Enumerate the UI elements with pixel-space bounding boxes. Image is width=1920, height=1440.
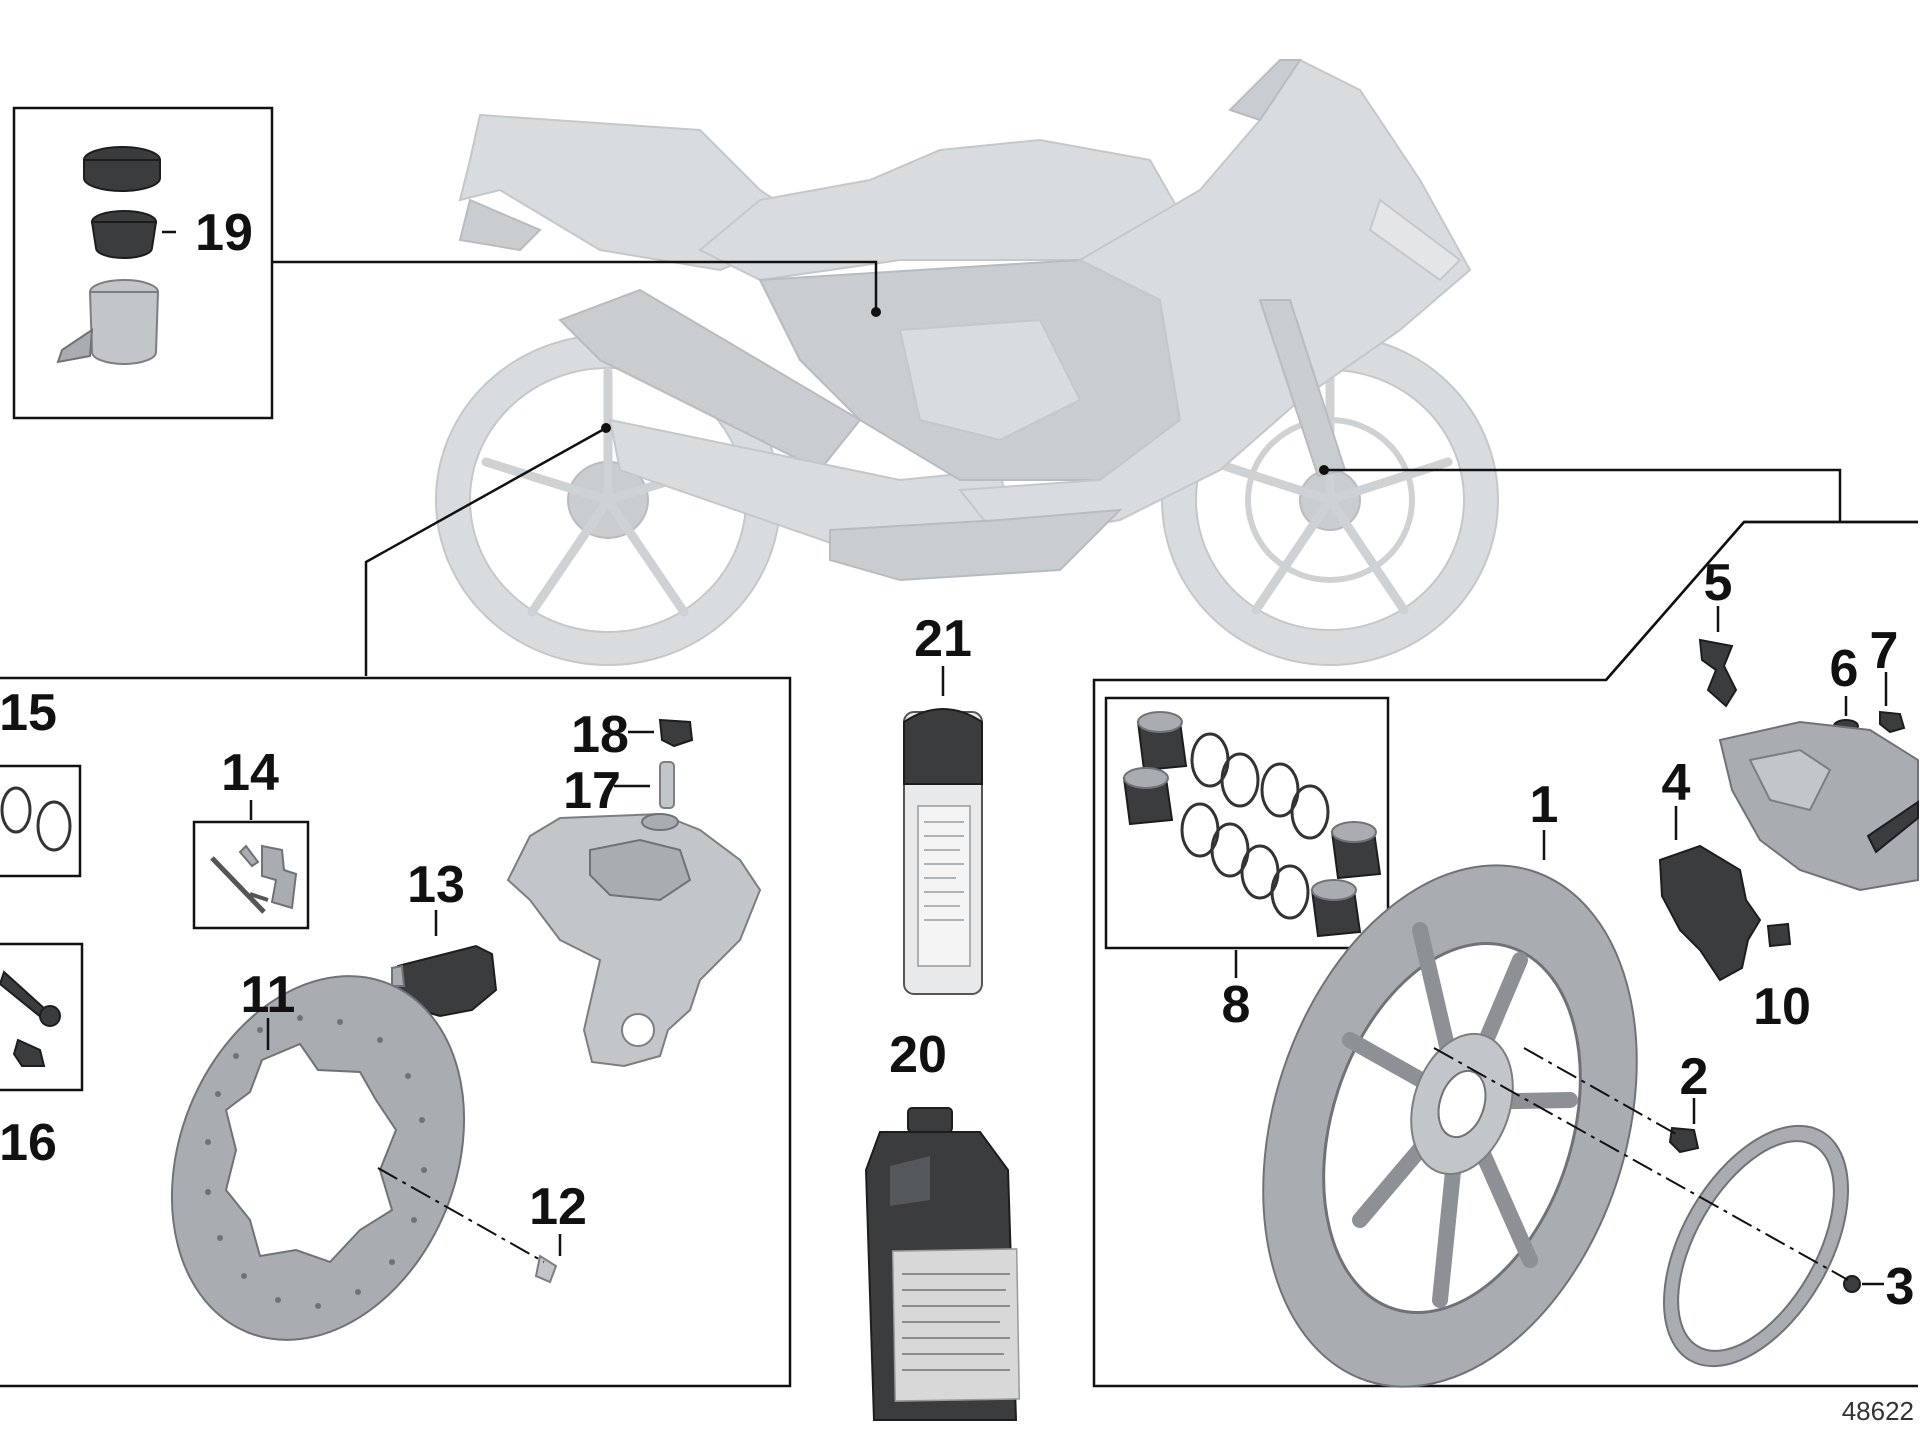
front-brake-pad-part bbox=[1658, 806, 1762, 982]
reservoir-cap-part bbox=[83, 146, 161, 192]
callout-5: 5 bbox=[1704, 554, 1733, 612]
callout-3: 3 bbox=[1886, 1258, 1915, 1316]
callout-17: 17 bbox=[563, 762, 621, 820]
abs-ring-screw-part bbox=[1843, 1275, 1884, 1293]
callout-15: 15 bbox=[0, 684, 57, 742]
callout-13: 13 bbox=[407, 856, 465, 914]
reservoir-box bbox=[12, 106, 274, 420]
abs-sensor-ring-part bbox=[1663, 1124, 1849, 1368]
front-brake-disc-part bbox=[1262, 830, 1638, 1388]
callout-2: 2 bbox=[1680, 1048, 1709, 1106]
rear-wheel bbox=[435, 334, 781, 666]
callout-14: 14 bbox=[221, 744, 279, 802]
callout-11: 11 bbox=[241, 966, 296, 1024]
caliper-piston-parts bbox=[1122, 711, 1382, 938]
callout-16: 16 bbox=[0, 1114, 57, 1172]
caliper-small-part-10 bbox=[1766, 922, 1792, 948]
diagram-reference-number: 48622 bbox=[1842, 1396, 1914, 1426]
reservoir-diaphragm-part bbox=[90, 210, 158, 259]
caliper-small-part-7 bbox=[1879, 672, 1906, 734]
seal-ring-kit-box bbox=[0, 764, 82, 878]
rear-brake-box bbox=[0, 676, 792, 1388]
callout-18: 18 bbox=[571, 706, 629, 764]
callout-8: 8 bbox=[1222, 976, 1251, 1034]
callout-labels: 1 2 3 4 5 6 7 8 10 11 12 13 14 15 16 17 … bbox=[0, 204, 1914, 1426]
callout-21: 21 bbox=[914, 610, 972, 668]
callout-7: 7 bbox=[1870, 622, 1899, 680]
front-brake-box bbox=[1092, 520, 1919, 1388]
callout-4: 4 bbox=[1662, 754, 1691, 812]
caliper-seal-ring-parts bbox=[1180, 732, 1330, 920]
callout-6: 6 bbox=[1830, 640, 1859, 698]
reservoir-body-part bbox=[56, 279, 160, 365]
piston-seal-kit-box bbox=[1104, 696, 1390, 978]
rear-brake-caliper-part bbox=[506, 812, 762, 1068]
bleeder-screw-part bbox=[614, 761, 675, 809]
callout-1: 1 bbox=[1530, 776, 1559, 834]
brake-pad-fittings-box bbox=[192, 800, 310, 930]
rear-disc-screw-part bbox=[534, 1234, 562, 1284]
rear-brake-disc-part bbox=[170, 975, 466, 1341]
brake-fluid-bottle-part bbox=[864, 1107, 1021, 1421]
callout-10: 10 bbox=[1753, 978, 1811, 1036]
spray-can-part bbox=[903, 666, 983, 995]
callout-19: 19 bbox=[195, 204, 253, 262]
bleeder-valve-box bbox=[0, 942, 84, 1092]
bleeder-cap-part bbox=[628, 718, 694, 748]
callout-12: 12 bbox=[529, 1178, 587, 1236]
motorcycle-illustration bbox=[435, 58, 1499, 666]
front-brake-caliper-part bbox=[1718, 720, 1919, 892]
callout-20: 20 bbox=[889, 1026, 947, 1084]
front-disc-bolt-part bbox=[1668, 1098, 1700, 1154]
caliper-spring-part bbox=[1698, 606, 1738, 708]
